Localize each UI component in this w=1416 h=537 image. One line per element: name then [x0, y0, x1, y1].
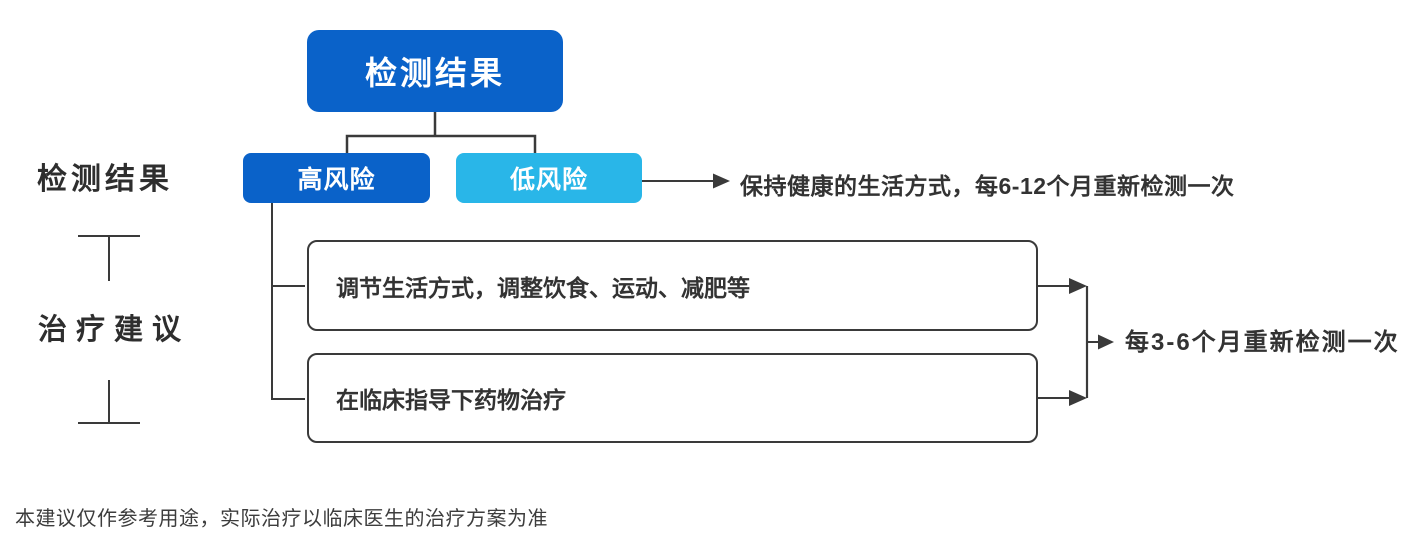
row-label-bracket-bottom — [78, 380, 140, 424]
low-risk-advice-text: 保持健康的生活方式，每6-12个月重新检测一次 — [740, 173, 1235, 199]
node-lifestyle-treatment: 调节生活方式，调整饮食、运动、减肥等 — [307, 240, 1038, 331]
node-test-result: 检测结果 — [307, 30, 563, 112]
row-label-test-result: 检测结果 — [37, 163, 173, 196]
treatment2-arrowhead-icon — [1069, 390, 1087, 406]
node-medication-treatment: 在临床指导下药物治疗 — [307, 353, 1038, 443]
node-high-risk: 高风险 — [243, 153, 430, 203]
high-risk-advice-text: 每3-6个月重新检测一次 — [1125, 329, 1400, 356]
root-branch-connector — [345, 112, 537, 153]
row-label-bracket-top — [78, 235, 140, 281]
disclaimer-text: 本建议仅作参考用途，实际治疗以临床医生的治疗方案为准 — [15, 508, 548, 530]
high-risk-trunk-connector — [271, 203, 305, 400]
treatment1-arrowhead-icon — [1069, 278, 1087, 294]
node-low-risk: 低风险 — [456, 153, 642, 203]
low-risk-arrowhead-icon — [713, 173, 730, 189]
row-label-treatment: 治疗建议 — [38, 314, 191, 346]
merge-arrowhead-icon — [1098, 334, 1114, 350]
